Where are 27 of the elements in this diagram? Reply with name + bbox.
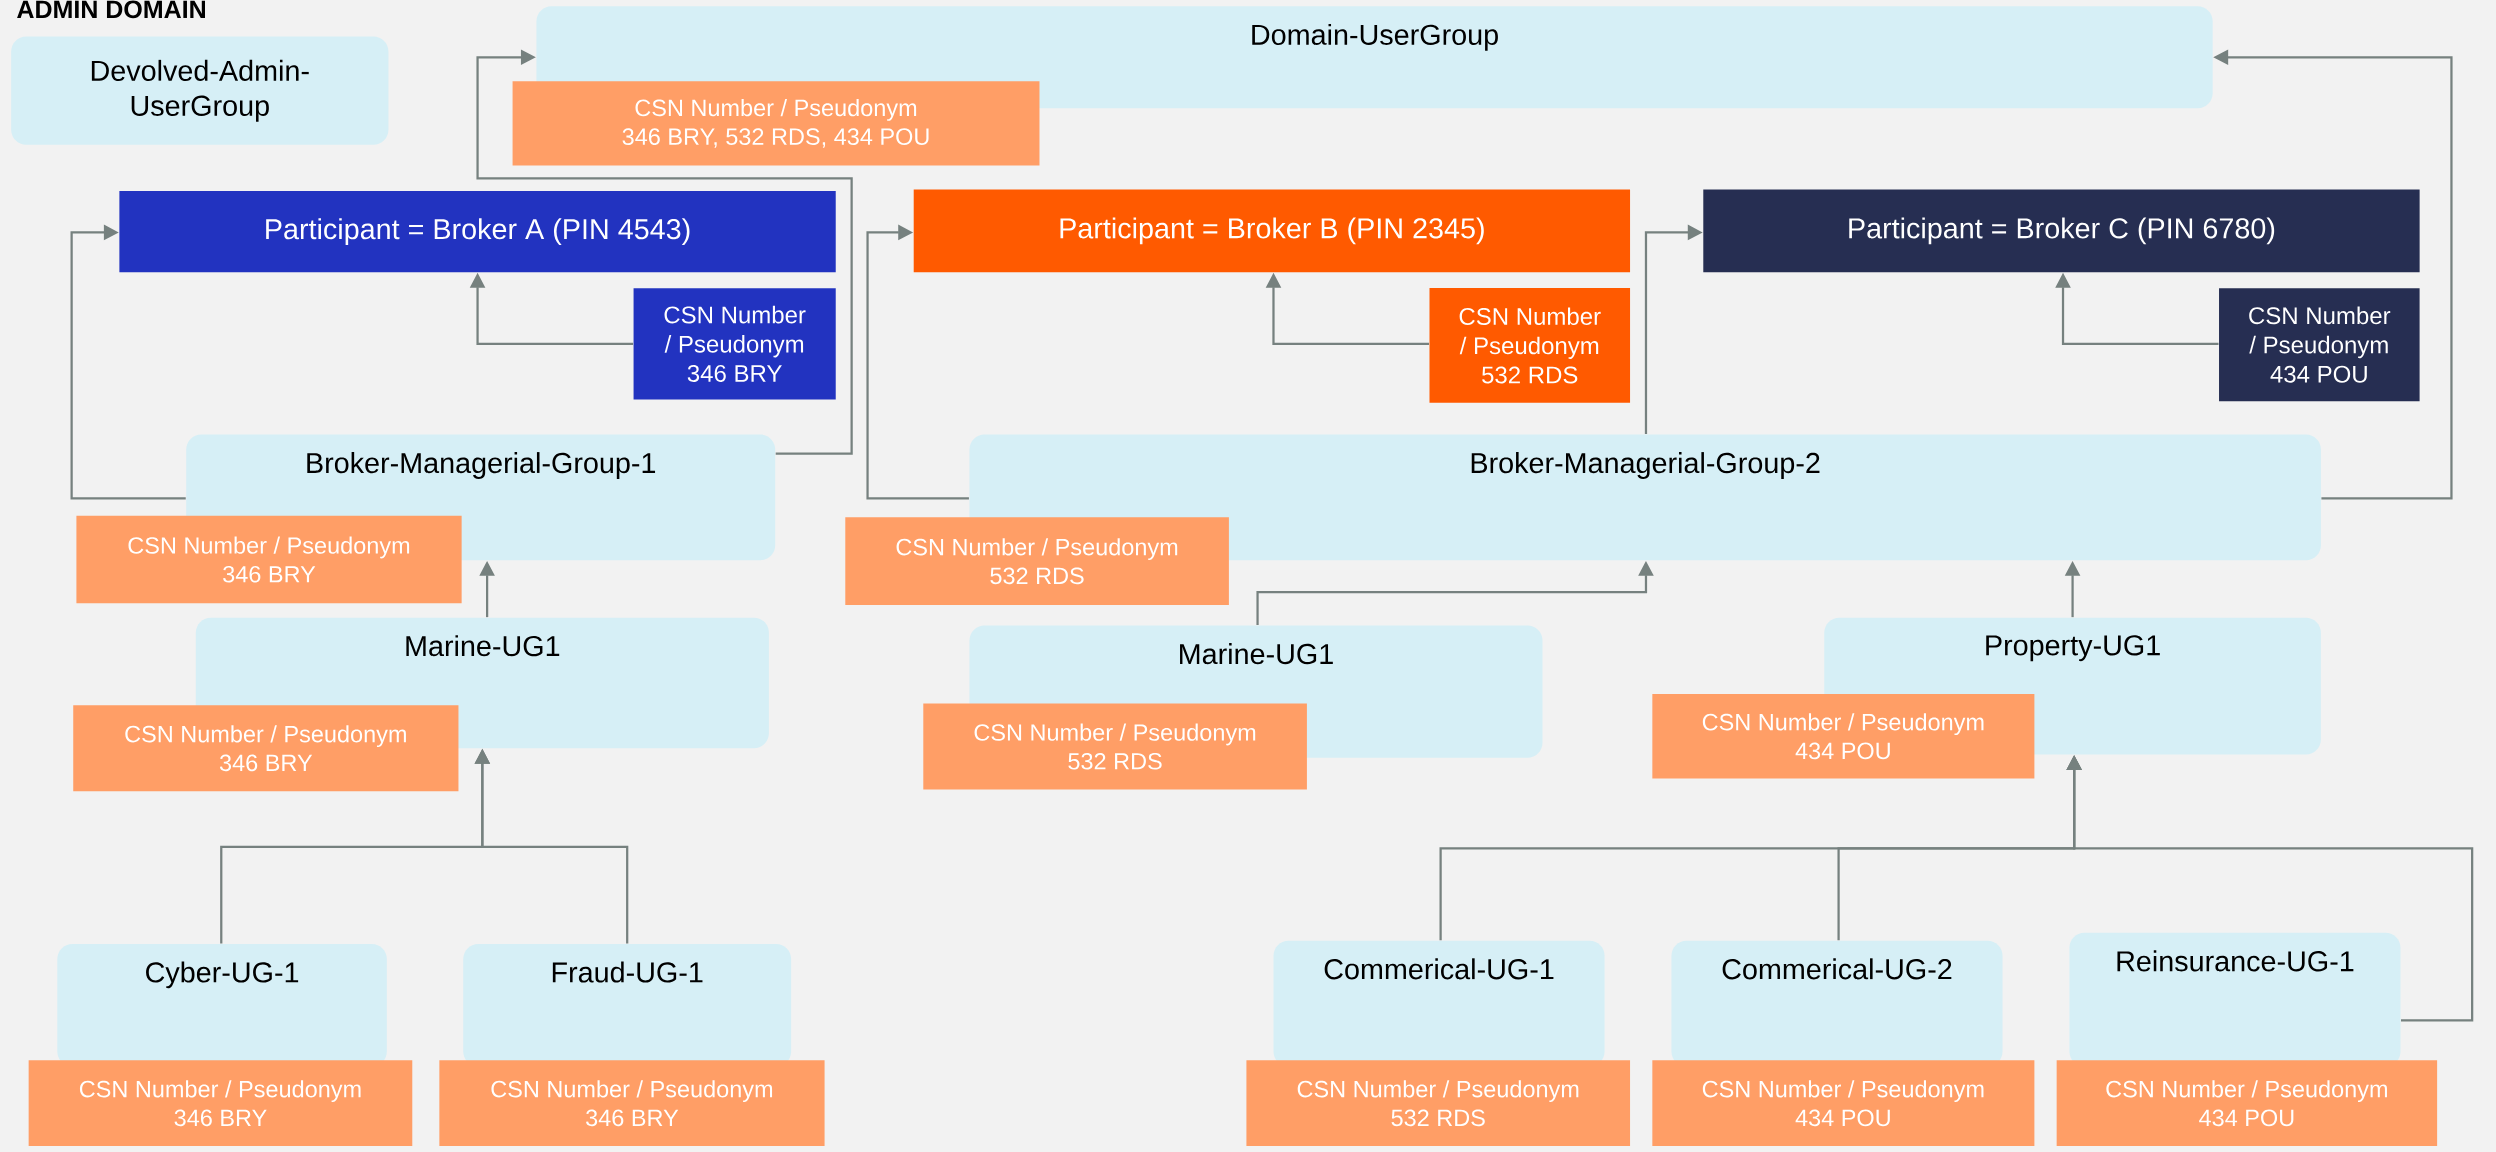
code-box: CSN Number / Pseudonym 434 POU	[2056, 1059, 2438, 1146]
group-box: Reinsurance-UG-1	[2069, 932, 2401, 1067]
title: ADMIN DOMAIN	[17, 0, 205, 18]
arrow	[70, 224, 186, 500]
code-box: CSN Number / Pseudonym 346 BRY, 532 RDS, 434 POU	[512, 80, 1040, 166]
code-box: CSN Number / Pseudonym 434 POU	[2219, 287, 2420, 401]
code-box: CSN Number / Pseudonym 532 RDS	[923, 703, 1307, 790]
group-box: Commerical-UG-1	[1273, 940, 1605, 1067]
code-box: CSN Number / Pseudonym 532 RDS	[845, 517, 1229, 605]
group-box: Fraud-UG-1	[463, 943, 792, 1067]
code-box: CSN Number / Pseudonym 532 RDS	[1246, 1059, 1631, 1146]
participant-box: Participant = Broker C (PIN 6780)	[1703, 189, 2420, 272]
arrow	[866, 224, 969, 500]
code-box: CSN Number / Pseudonym 346 BRY	[633, 287, 836, 400]
code-box: CSN Number / Pseudonym 346 BRY	[28, 1059, 413, 1146]
code-box: CSN Number / Pseudonym 434 POU	[1652, 693, 2035, 779]
code-box: CSN Number / Pseudonym 532 RDS	[1429, 287, 1631, 403]
group-box: Devolved-Admin-UserGroup	[11, 36, 389, 145]
participant-box: Participant = Broker A (PIN 4543)	[119, 190, 836, 272]
participant-box: Participant = Broker B (PIN 2345)	[913, 189, 1631, 272]
group-box: Cyber-UG-1	[57, 943, 387, 1067]
code-box: CSN Number / Pseudonym 346 BRY	[76, 515, 462, 604]
code-box: CSN Number / Pseudonym 434 POU	[1652, 1059, 2035, 1146]
code-box: CSN Number / Pseudonym 346 BRY	[73, 704, 459, 791]
code-box: CSN Number / Pseudonym 346 BRY	[439, 1059, 825, 1146]
group-box: Commerical-UG-2	[1671, 940, 2003, 1067]
arrow	[476, 49, 853, 455]
